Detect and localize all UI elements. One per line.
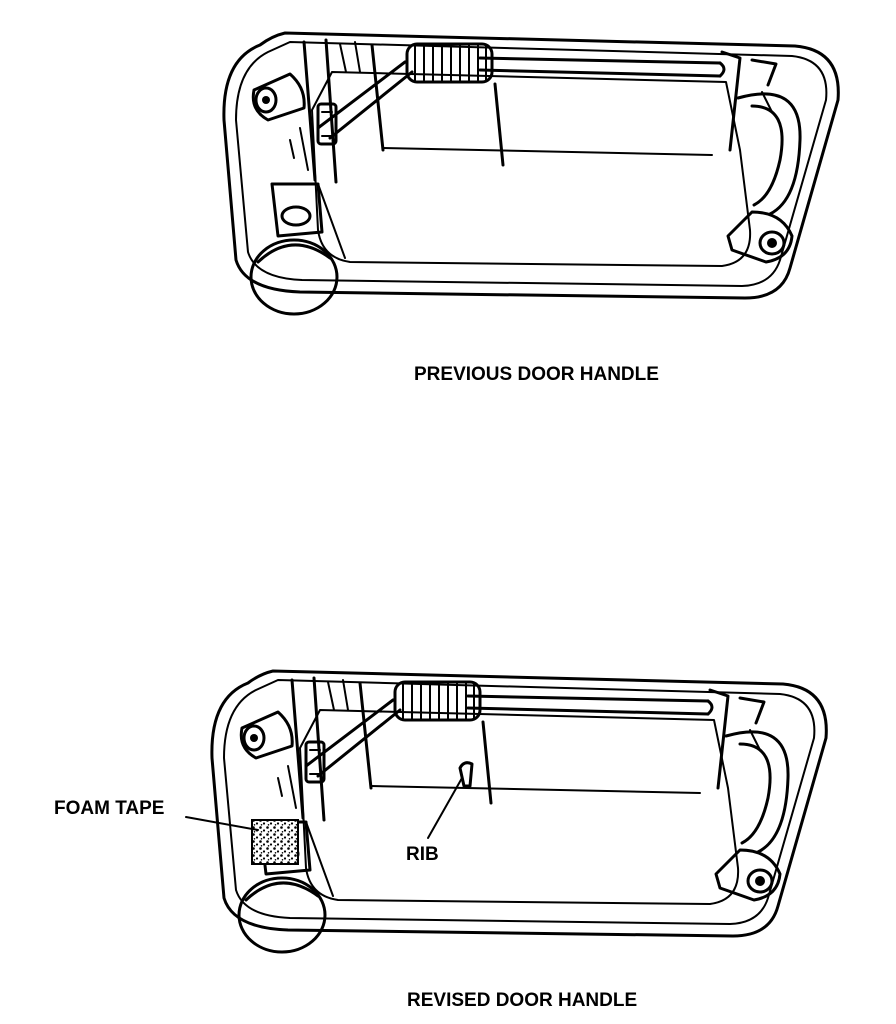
- rib-shape: [458, 761, 474, 788]
- foam-tape-patch: [251, 819, 299, 865]
- previous-door-handle-drawing: [222, 31, 840, 316]
- revised-door-handle-caption: REVISED DOOR HANDLE: [407, 990, 637, 1011]
- foam-tape-leader: [185, 816, 259, 831]
- foam-tape-label: FOAM TAPE: [54, 798, 164, 819]
- revised-door-handle-drawing: [185, 669, 828, 954]
- rib-label: RIB: [406, 844, 439, 865]
- previous-door-handle-caption: PREVIOUS DOOR HANDLE: [414, 364, 659, 385]
- rib-leader: [427, 777, 463, 839]
